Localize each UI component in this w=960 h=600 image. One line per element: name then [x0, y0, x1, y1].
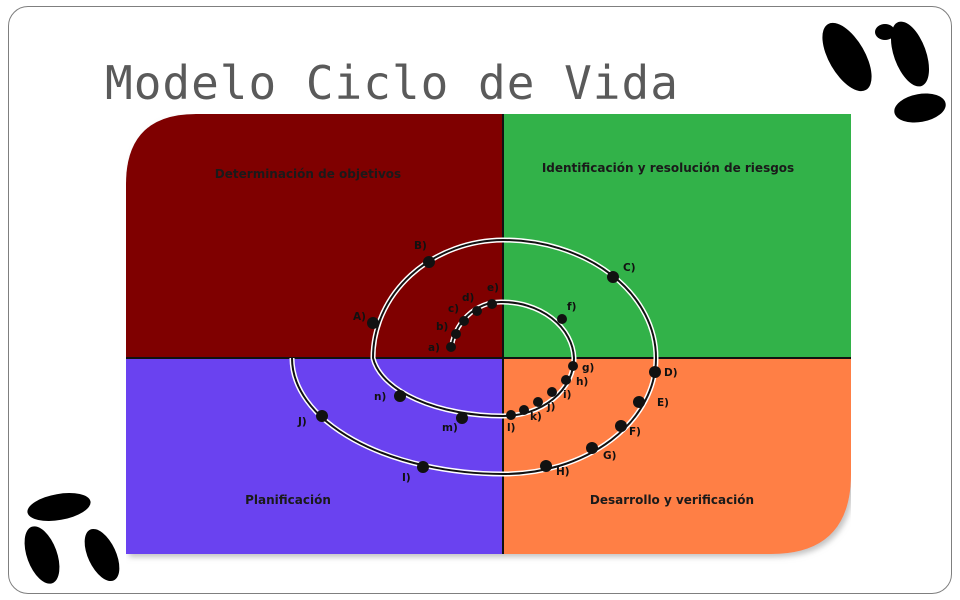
point-n [394, 390, 406, 402]
point-e [487, 299, 497, 309]
quadrant-label-bottom-right: Desarrollo y verificación [590, 493, 754, 507]
outer-point-labels: A) B) C) D) E) F) G) H) I) J) [297, 240, 678, 484]
quadrant-planificacion [126, 358, 503, 554]
label-G: G) [603, 450, 616, 462]
quadrant-desarrollo-verificacion [503, 358, 851, 554]
label-F: F) [629, 426, 641, 438]
point-m [456, 412, 468, 424]
point-I [417, 461, 429, 473]
label-l: l) [507, 422, 515, 434]
point-h [561, 375, 571, 385]
point-b [451, 329, 461, 339]
label-c: c) [448, 303, 459, 315]
inner-points [394, 299, 578, 424]
label-b: b) [436, 321, 448, 333]
label-g: g) [582, 362, 594, 374]
point-l [506, 410, 516, 420]
label-d: d) [462, 292, 474, 304]
label-B: B) [414, 240, 427, 252]
point-i [547, 387, 557, 397]
label-f: f) [567, 301, 576, 313]
point-A [367, 317, 379, 329]
point-J [316, 410, 328, 422]
point-H [540, 460, 552, 472]
point-E [633, 396, 645, 408]
label-D: D) [664, 367, 678, 379]
label-m: m) [442, 422, 458, 434]
point-d [472, 306, 482, 316]
point-g [568, 361, 578, 371]
label-E: E) [657, 397, 669, 409]
label-a: a) [428, 342, 440, 354]
point-B [423, 256, 435, 268]
spiral-line [291, 238, 658, 476]
outer-points [316, 256, 661, 473]
quadrant-label-bottom-left: Planificación [245, 493, 331, 507]
quadrant-label-top-left: Determinación de objetivos [215, 167, 401, 181]
label-n: n) [374, 391, 386, 403]
label-A: A) [353, 311, 366, 323]
point-F [615, 420, 627, 432]
label-e: e) [487, 282, 499, 294]
point-k [519, 405, 529, 415]
label-J: J) [297, 416, 307, 428]
quadrant-determinacion-objetivos [126, 114, 503, 358]
point-G [586, 442, 598, 454]
label-I: I) [402, 472, 411, 484]
point-j [533, 397, 543, 407]
label-j: j) [546, 401, 555, 413]
label-k: k) [530, 411, 542, 423]
point-c [459, 316, 469, 326]
spiral-diagram: Determinación de objetivos Identificació… [126, 114, 851, 554]
footprints-icon [822, 21, 946, 123]
label-h: h) [576, 376, 588, 388]
point-a [446, 342, 456, 352]
slide-title: Modelo Ciclo de Vida [105, 56, 679, 110]
label-C: C) [623, 262, 636, 274]
point-D [649, 366, 661, 378]
point-C [607, 271, 619, 283]
inner-point-labels: a) b) c) d) e) f) g) h) i) j) k) l) m) n… [374, 282, 594, 434]
point-f [557, 314, 567, 324]
label-i: i) [563, 389, 571, 401]
label-H: H) [556, 466, 570, 478]
quadrant-label-top-right: Identificación y resolución de riesgos [542, 161, 794, 175]
footprints-icon [24, 493, 120, 584]
